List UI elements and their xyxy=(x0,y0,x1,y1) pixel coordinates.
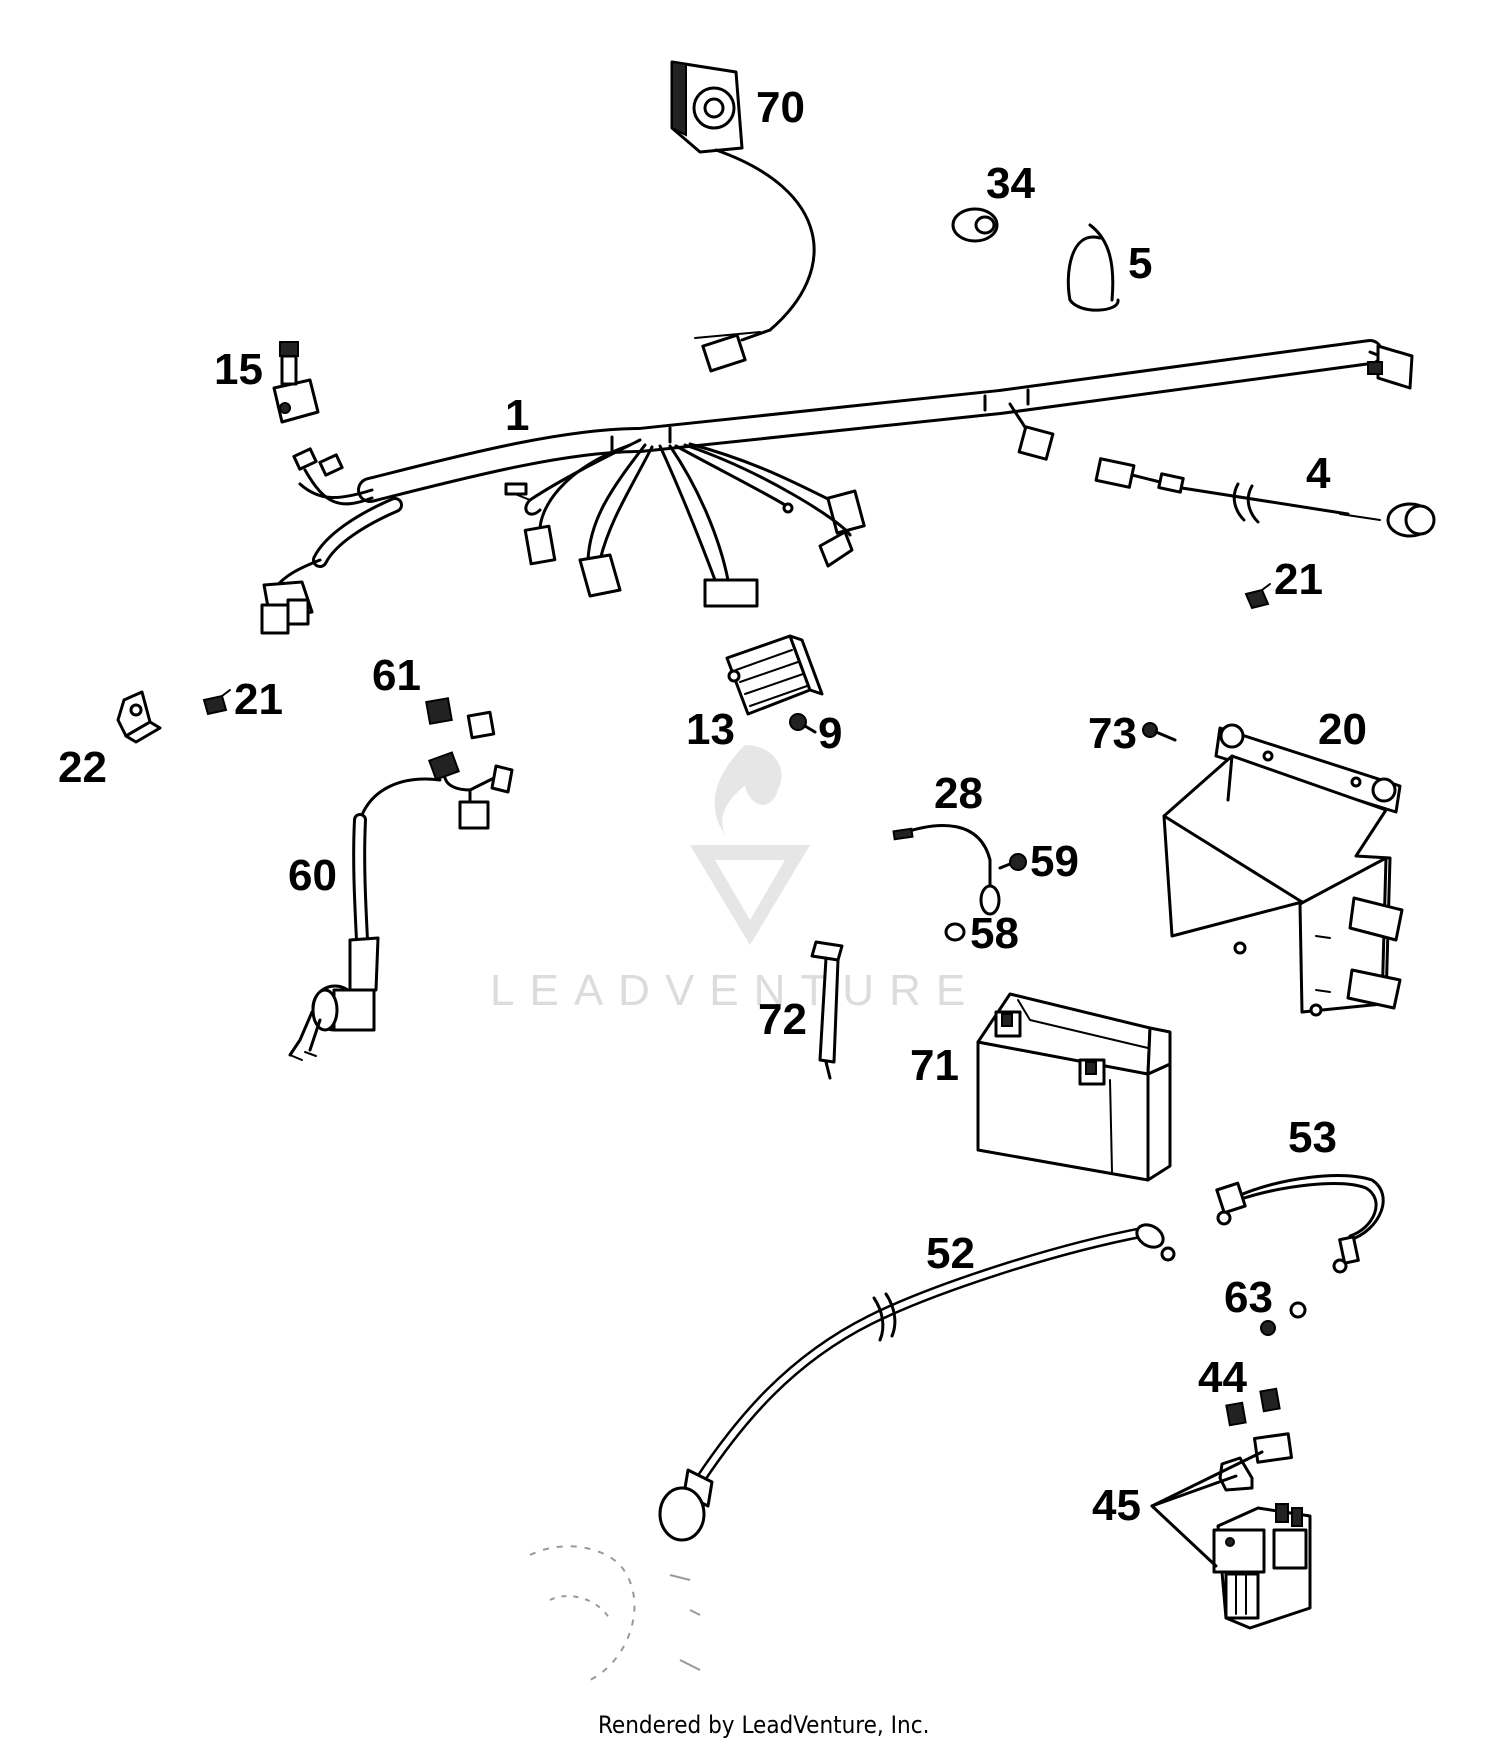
callout-20: 20 xyxy=(1318,705,1367,754)
part-34-clip xyxy=(951,207,999,243)
part-5-cable-tie xyxy=(1066,223,1120,312)
callout-44: 44 xyxy=(1198,1353,1247,1402)
callout-1: 1 xyxy=(505,391,529,440)
part-59-screw xyxy=(998,853,1027,871)
callout-52: 52 xyxy=(926,1229,975,1278)
part-70-coil xyxy=(670,60,816,373)
part-60-lead-wire xyxy=(288,751,514,1061)
callout-15: 15 xyxy=(214,345,263,394)
callout-60: 60 xyxy=(288,851,337,900)
callout-4: 4 xyxy=(1306,449,1331,498)
watermark-text: LEADVENTURE xyxy=(490,966,980,1015)
part-52-starter-cable xyxy=(529,1223,1176,1681)
callout-9: 9 xyxy=(818,709,842,758)
part-28-ground-wire xyxy=(892,824,1001,916)
footer-credit: Rendered by LeadVenture, Inc. xyxy=(598,1711,929,1739)
part-61-fuse xyxy=(425,697,496,740)
part-9-screw xyxy=(789,713,817,734)
part-72-strap xyxy=(810,940,844,1080)
watermark: LEADVENTURE xyxy=(490,745,980,1015)
callout-labels: 70 34 5 15 1 4 21 61 21 22 13 9 73 20 28… xyxy=(58,83,1367,1530)
part-13-regulator xyxy=(725,634,824,716)
callout-22: 22 xyxy=(58,743,107,792)
callout-45: 45 xyxy=(1092,1481,1141,1530)
part-20-battery-tray xyxy=(1162,723,1404,1017)
callout-73: 73 xyxy=(1088,709,1137,758)
part-73-bolt xyxy=(1142,722,1177,742)
callout-63: 63 xyxy=(1224,1273,1273,1322)
callout-70: 70 xyxy=(756,83,805,132)
part-45-relay xyxy=(1150,1432,1312,1630)
part-15-switch xyxy=(272,341,320,424)
callout-72: 72 xyxy=(758,995,807,1044)
callout-21: 21 xyxy=(1274,555,1323,604)
callout-53: 53 xyxy=(1288,1113,1337,1162)
part-4-sensor xyxy=(1094,457,1436,538)
part-21-clip-left xyxy=(202,689,231,716)
part-1-wiring-harness xyxy=(260,339,1414,635)
part-58-washer xyxy=(944,922,966,942)
part-22-bracket xyxy=(116,690,162,744)
part-53-battery-cable xyxy=(1215,1174,1385,1274)
callout-59: 59 xyxy=(1030,837,1079,886)
watermark-logo-icon xyxy=(690,745,810,945)
callout-21-left: 21 xyxy=(234,675,283,724)
callout-13: 13 xyxy=(686,705,735,754)
part-71-battery xyxy=(976,992,1172,1182)
callout-71: 71 xyxy=(910,1041,959,1090)
part-63-screws xyxy=(1260,1301,1307,1336)
callout-5: 5 xyxy=(1128,239,1152,288)
callout-58: 58 xyxy=(970,909,1019,958)
part-21-clip xyxy=(1244,583,1271,610)
callout-61: 61 xyxy=(372,651,421,700)
part-44-fuses xyxy=(1225,1387,1281,1427)
callout-28: 28 xyxy=(934,769,983,818)
callout-34: 34 xyxy=(986,159,1035,208)
